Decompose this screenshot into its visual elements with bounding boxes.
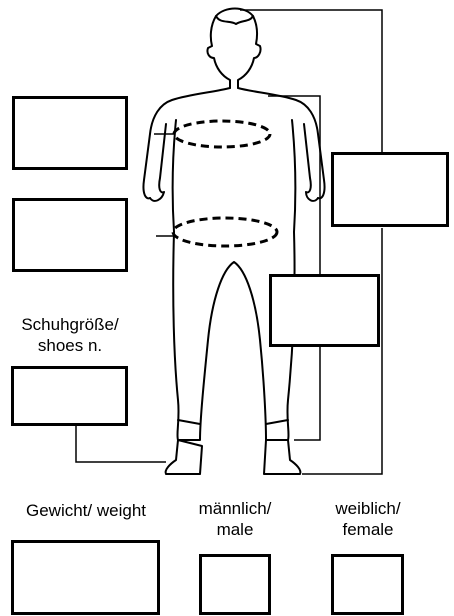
height-leader [240,9,383,154]
figure-torso [142,87,326,200]
waist-measure-line [171,216,279,248]
figure-head [206,7,262,89]
figure-cuffs [177,419,289,425]
height-leader-lower [302,228,383,475]
figure-arms [149,123,319,202]
figure-waist-sides [171,119,297,233]
arm-leader [268,95,321,276]
figure-right-shoe [263,439,302,475]
male-label: männlich/ male [198,499,272,539]
chest-measure-line [172,119,272,149]
shoe-size-label: Schuhgröße/ shoes n. [21,315,119,355]
leg-leader [294,346,321,441]
weight-input-box[interactable] [11,540,160,615]
waist-input-box[interactable] [12,198,128,272]
figure-hair [215,15,254,25]
shoe-leader [75,420,166,463]
weight-label: Gewicht/ weight [26,501,146,520]
male-checkbox[interactable] [199,554,271,615]
chest-input-box[interactable] [12,96,128,170]
figure-left-shoe [164,439,203,475]
figure-legs [172,231,296,441]
leg-length-input-box[interactable] [269,274,380,347]
height-input-box[interactable] [331,152,449,227]
shoe-size-input-box[interactable] [11,366,128,426]
female-label: weiblich/ female [335,499,401,539]
female-checkbox[interactable] [331,554,404,615]
